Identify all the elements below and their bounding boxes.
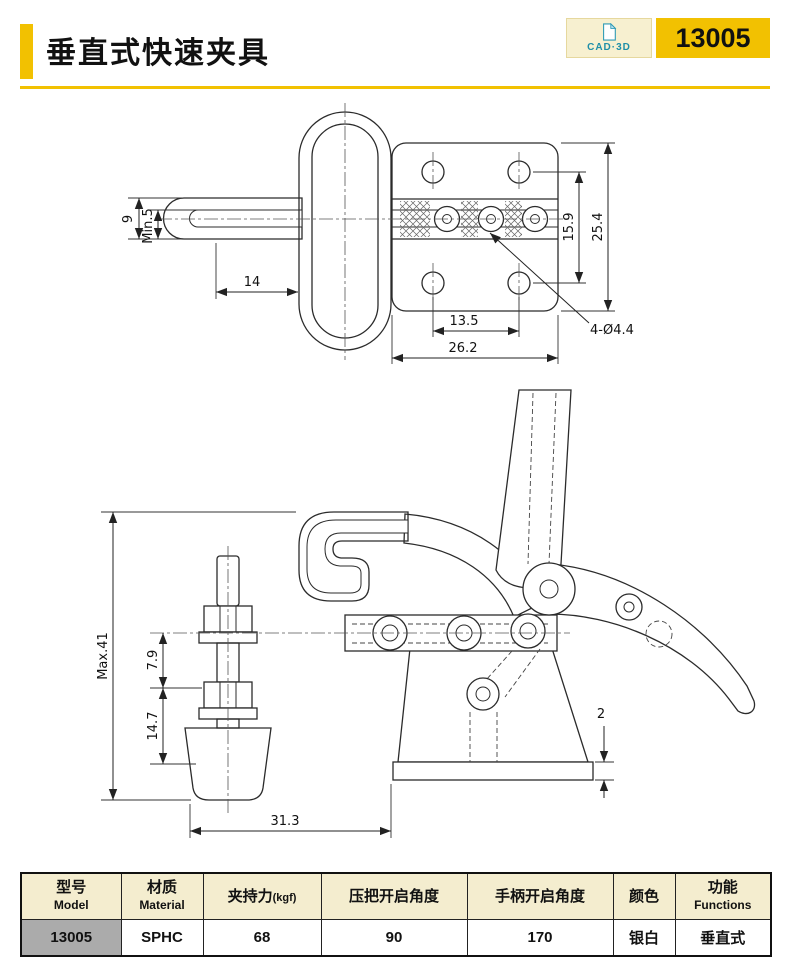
cad-3d-icon bbox=[603, 23, 617, 41]
col-header-bar-angle-label: 压把开启角度 bbox=[348, 887, 439, 905]
model-number-badge: 13005 bbox=[656, 18, 770, 58]
dim-label-25-4: 25.4 bbox=[591, 213, 606, 242]
handle bbox=[495, 389, 572, 589]
col-header-model-zh: 型号 bbox=[56, 879, 87, 896]
spec-row: 13005 SPHC 68 90 170 银白 垂直式 bbox=[20, 918, 772, 957]
col-header-material: 材质 Material bbox=[120, 872, 204, 920]
dim-label-26-2: 26.2 bbox=[449, 341, 478, 356]
col-header-force-zh: 夹持力 bbox=[227, 887, 273, 905]
press-lever bbox=[403, 513, 541, 618]
cell-handle-angle: 170 bbox=[466, 918, 614, 957]
col-header-function-en: Functions bbox=[694, 898, 752, 913]
press-lever-grip bbox=[298, 511, 409, 602]
cell-color: 银白 bbox=[612, 918, 676, 957]
cad-3d-badge[interactable]: CAD·3D bbox=[566, 18, 652, 58]
cell-function: 垂直式 bbox=[674, 918, 772, 957]
col-header-material-en: Material bbox=[139, 898, 185, 913]
col-header-function-zh: 功能 bbox=[707, 879, 738, 896]
header-rule bbox=[20, 86, 770, 89]
col-header-force-unit: (kgf) bbox=[272, 891, 297, 904]
spec-table: 型号 Model 材质 Material 夹持力(kgf) 压把开启角度 手柄开… bbox=[20, 872, 772, 957]
dim-label-7-9: 7.9 bbox=[146, 650, 161, 671]
cad-3d-label: CAD·3D bbox=[587, 42, 631, 53]
col-header-model-en: Model bbox=[53, 898, 89, 913]
col-header-handle-angle: 手柄开启角度 bbox=[466, 872, 614, 920]
cell-material: SPHC bbox=[120, 918, 204, 957]
col-header-color: 颜色 bbox=[612, 872, 676, 920]
side-view-drawing: Max.41 7.9 14.7 31.3 2 bbox=[96, 389, 756, 838]
dim-label-max41: Max.41 bbox=[96, 632, 111, 680]
dim-label-2: 2 bbox=[597, 707, 605, 722]
dim-label-min5: Min.5 bbox=[141, 208, 156, 243]
dim-label-31-3: 31.3 bbox=[271, 814, 300, 829]
accent-bar bbox=[20, 24, 33, 79]
page-title: 垂直式快速夹具 bbox=[46, 37, 270, 70]
dim-label-hole-note: 4-Ø4.4 bbox=[590, 323, 634, 338]
col-header-color-label: 颜色 bbox=[628, 887, 659, 905]
cell-bar-angle: 90 bbox=[320, 918, 468, 957]
col-header-handle-angle-label: 手柄开启角度 bbox=[494, 887, 585, 905]
col-header-function: 功能 Functions bbox=[674, 872, 772, 920]
col-header-force: 夹持力(kgf) bbox=[202, 872, 322, 920]
dim-label-14-7: 14.7 bbox=[146, 712, 161, 741]
cell-force: 68 bbox=[202, 918, 322, 957]
col-header-material-zh: 材质 bbox=[146, 879, 177, 896]
dim-label-15-9: 15.9 bbox=[562, 213, 577, 242]
cell-model: 13005 bbox=[20, 918, 122, 957]
top-view-drawing: 9 Min.5 14 15.9 25.4 13.5 bbox=[121, 103, 634, 364]
col-header-bar-angle: 压把开启角度 bbox=[320, 872, 468, 920]
rubber-foot bbox=[184, 727, 272, 801]
dim-label-13-5: 13.5 bbox=[450, 314, 479, 329]
dim-label-9: 9 bbox=[121, 215, 136, 223]
dim-label-14: 14 bbox=[244, 275, 261, 290]
col-header-model: 型号 Model bbox=[20, 872, 122, 920]
handle-lever bbox=[548, 563, 756, 715]
